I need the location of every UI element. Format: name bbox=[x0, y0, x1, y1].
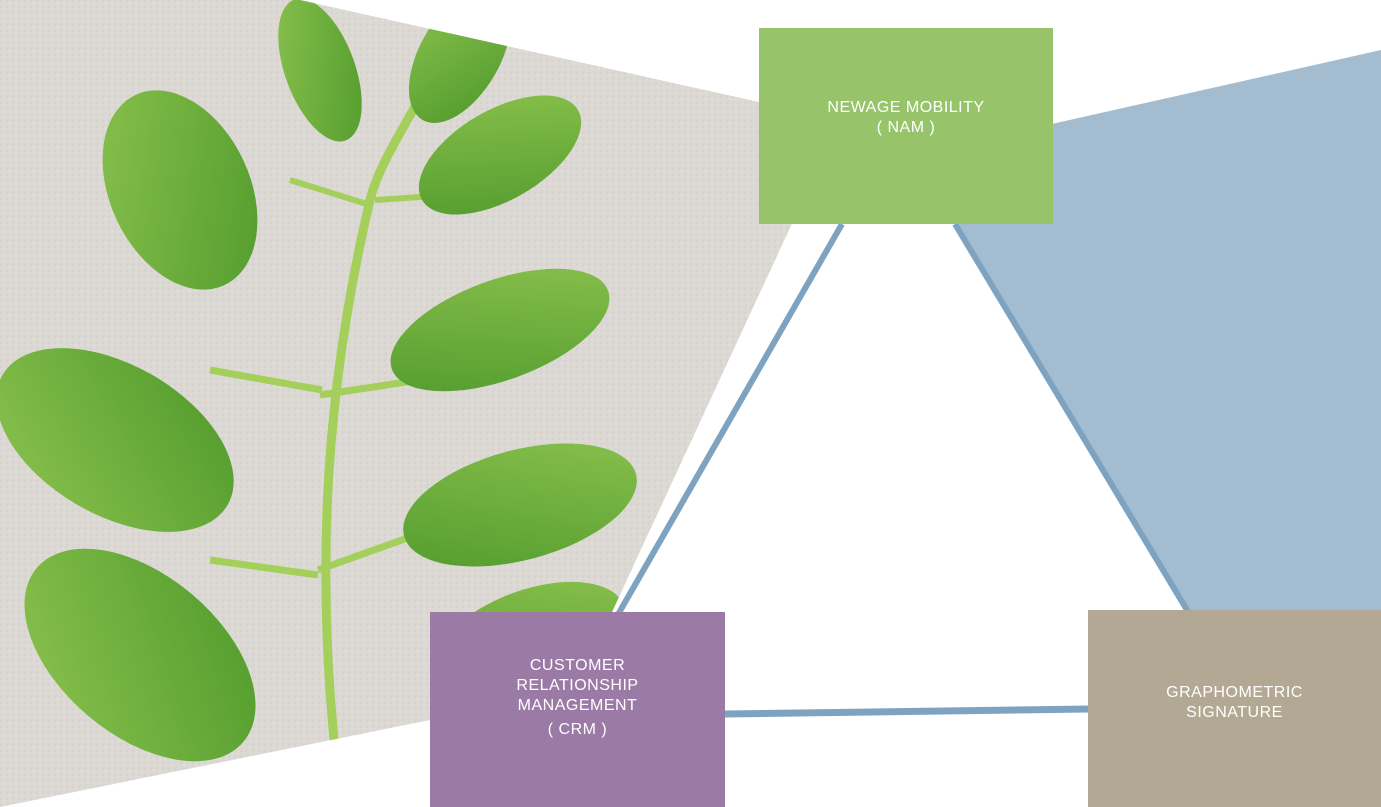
connector-nam-gs bbox=[952, 222, 1193, 617]
node-gs-line1: GRAPHOMETRIC bbox=[1166, 684, 1303, 701]
node-crm: CUSTOMER RELATIONSHIP MANAGEMENT ( CRM ) bbox=[430, 612, 725, 807]
node-crm-line1: CUSTOMER bbox=[529, 657, 626, 674]
leaf bbox=[24, 548, 256, 762]
node-nam: NEWAGE MOBILITY ( NAM ) bbox=[759, 28, 1053, 224]
node-gs-line2: SIGNATURE bbox=[1186, 704, 1283, 721]
connector-crm-gs bbox=[724, 705, 1089, 718]
node-crm-line2: RELATIONSHIP bbox=[516, 677, 639, 694]
node-crm-line3: MANAGEMENT bbox=[517, 697, 638, 714]
connector-nam-crm bbox=[609, 222, 845, 627]
node-nam-line2: ( NAM ) bbox=[876, 119, 936, 136]
node-crm-line4: ( CRM ) bbox=[547, 721, 608, 738]
leaf bbox=[102, 90, 258, 290]
leaf bbox=[418, 95, 582, 215]
node-graphometric-signature: GRAPHOMETRIC SIGNATURE bbox=[1088, 610, 1381, 807]
leaf bbox=[278, 0, 362, 142]
blue-panel bbox=[955, 50, 1381, 610]
leaf bbox=[0, 348, 234, 532]
leaf bbox=[403, 443, 637, 567]
leaf bbox=[390, 268, 610, 392]
node-nam-line1: NEWAGE MOBILITY bbox=[827, 99, 985, 116]
